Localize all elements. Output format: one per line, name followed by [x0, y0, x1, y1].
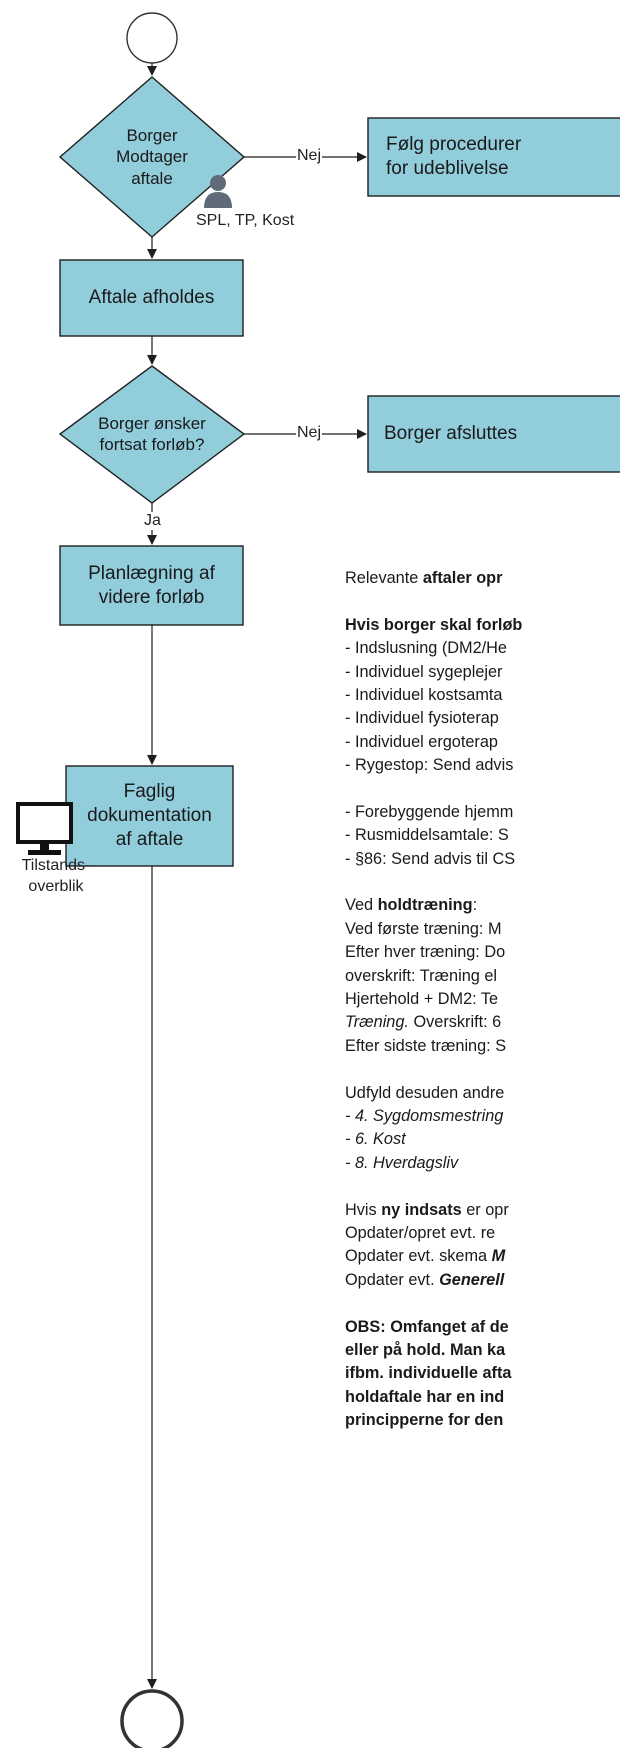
notes-line: - 4. Sygdomsmestring [345, 1106, 504, 1125]
no-label-2: Nej [296, 424, 323, 442]
decision-borger-modtager-label: Borger Modtager aftale [116, 126, 188, 188]
yes-label: Ja [143, 512, 162, 530]
box-procedure-label: Følg procedurer for udeblivelse [386, 134, 522, 179]
notes-line: - Individuel kostsamta [345, 685, 503, 704]
notes-line: Efter sidste træning: S [345, 1036, 507, 1055]
no-label-1: Nej [296, 147, 323, 165]
box-documentation-label: Faglig dokumentation af aftale [87, 781, 212, 850]
notes-line: - Individuel fysioterap [345, 709, 499, 728]
notes-line: Hvis ny indsats er opr [345, 1200, 509, 1219]
notes-line: Træning. Overskrift: 6 [345, 1013, 502, 1032]
notes-line: - Individuel ergoterap [345, 732, 498, 751]
notes-line: - Rygestop: Send advis [345, 756, 514, 775]
notes-line: Opdater/opret evt. re [345, 1223, 496, 1242]
box-procedure-shape [367, 117, 620, 197]
notes-panel: Relevante aftaler opr Hvis borger skal f… [345, 567, 620, 1432]
notes-line: eller på hold. Man ka [345, 1340, 506, 1359]
notes-line: Ved holdtræning: [345, 896, 478, 915]
notes-line: - Rusmiddelsamtale: S [345, 826, 509, 845]
notes-line: Efter hver træning: Do [345, 943, 506, 962]
computer-label: Tilstands- overblik [21, 857, 91, 895]
notes-line: overskrift: Træning el [345, 966, 498, 985]
notes-line: Hvis borger skal forløb [345, 615, 523, 634]
notes-line: - 6. Kost [345, 1130, 406, 1149]
person-icon [204, 175, 232, 208]
notes-line: OBS: Omfanget af de [345, 1317, 509, 1336]
notes-line: Relevante aftaler opr [345, 569, 503, 587]
notes-line: - Indslusning (DM2/He [345, 639, 507, 658]
notes-line: - Forebyggende hjemm [345, 802, 514, 821]
role-label: SPL, TP, Kost [196, 212, 295, 229]
notes-line: - Individuel sygeplejer [345, 662, 503, 681]
notes-line: - §86: Send advis til CS [345, 849, 516, 868]
end-event [120, 1689, 184, 1748]
notes-line: Udfyld desuden andre [345, 1083, 505, 1102]
notes-line: Hjertehold + DM2: Te [345, 990, 499, 1009]
notes-line: ifbm. individuelle afta [345, 1364, 512, 1383]
box-ends-label: Borger afsluttes [384, 423, 518, 445]
start-event [126, 12, 178, 64]
decision-continue-label: Borger ønsker fortsat forløb? [98, 413, 206, 454]
box-ends-shape [367, 395, 620, 473]
notes-line: Opdater evt. skema M [345, 1247, 506, 1266]
notes-line: holdaftale har en ind [345, 1387, 505, 1406]
notes-line: Ved første træning: M [345, 919, 502, 938]
notes-line: principperne for den [345, 1411, 504, 1430]
computer-icon [16, 802, 73, 855]
box-planning-label: Planlægning af videre forløb [88, 562, 215, 608]
box-held-label: Aftale afholdes [88, 287, 215, 309]
notes-line: Opdater evt. Generell [345, 1270, 505, 1289]
notes-line: - 8. Hverdagsliv [345, 1153, 459, 1172]
